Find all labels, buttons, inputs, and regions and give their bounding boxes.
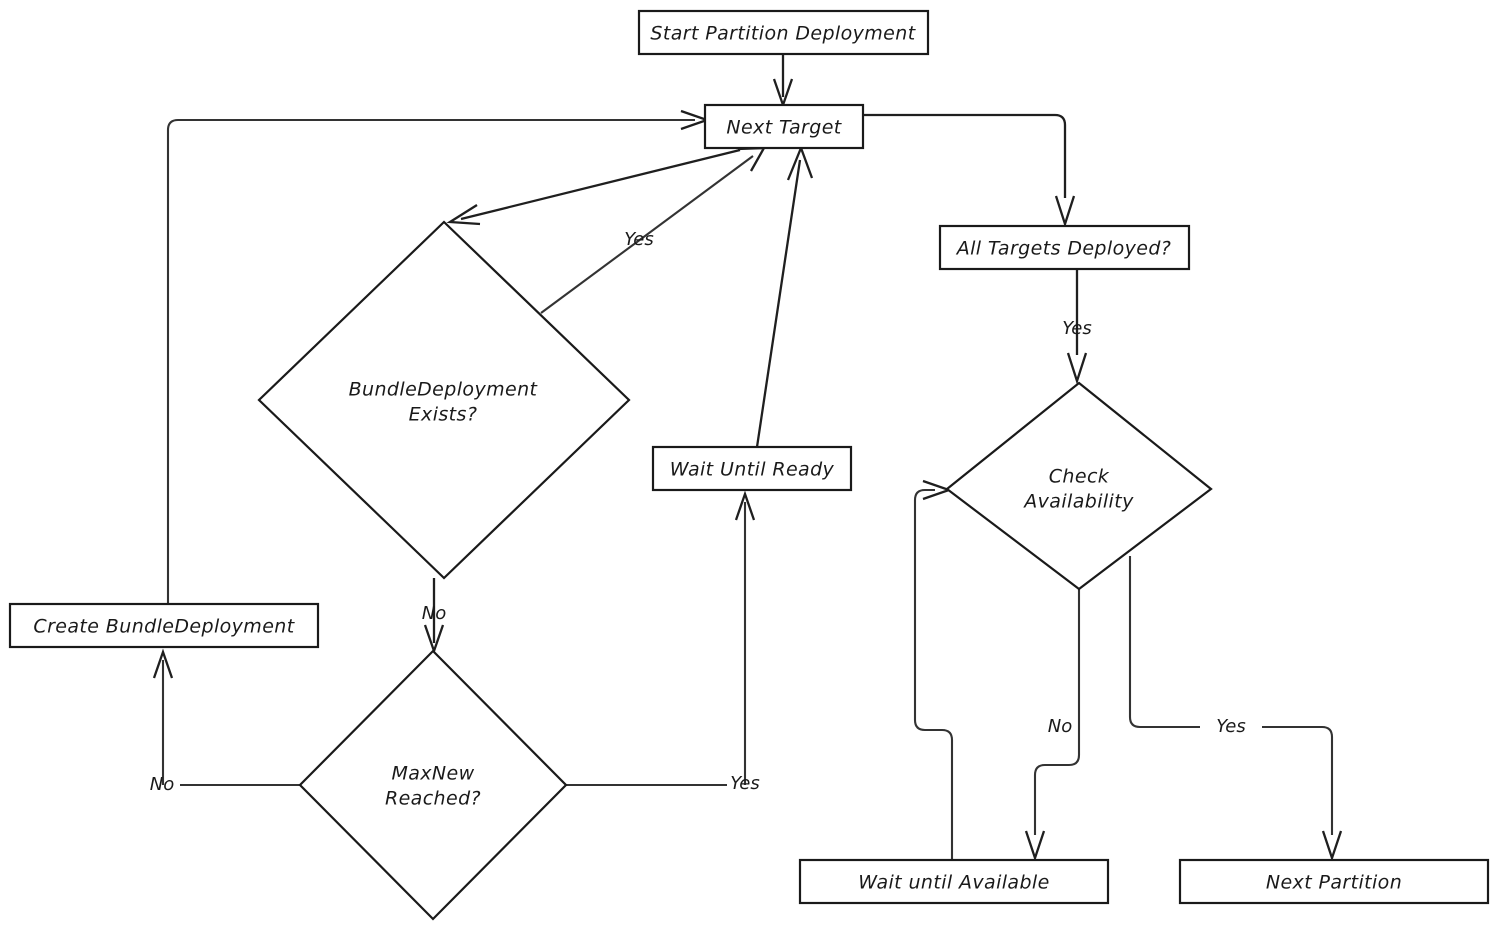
- node-start-partition-deployment[interactable]: Start Partition Deployment: [637, 9, 930, 56]
- node-all-targets-deployed[interactable]: All Targets Deployed?: [938, 224, 1191, 271]
- edge-maxnew-to-wait-ready-yes: Yes: [566, 490, 760, 794]
- edge-next-target-to-bd-exists: [446, 148, 741, 226]
- node-label-maxnew-line1: MaxNew: [391, 763, 474, 785]
- node-label-all-targets: All Targets Deployed?: [955, 238, 1172, 260]
- node-next-target[interactable]: Next Target: [703, 103, 865, 150]
- edge-all-targets-to-check-avail-yes: Yes: [1062, 270, 1092, 385]
- node-label-wait-until-available: Wait until Available: [858, 872, 1049, 894]
- edge-label-yes-check-avail: Yes: [1216, 716, 1245, 737]
- edge-wait-ready-to-next-target: [755, 144, 814, 448]
- edge-start-to-next-target: [772, 55, 794, 109]
- edge-label-yes-bd-exists: Yes: [624, 229, 653, 250]
- node-create-bundledeployment[interactable]: Create BundleDeployment: [8, 602, 320, 649]
- edge-label-yes-all-targets: Yes: [1062, 318, 1091, 339]
- node-wait-until-available[interactable]: Wait until Available: [798, 858, 1110, 905]
- node-label-bd-exists-line1: BundleDeployment: [349, 379, 539, 401]
- node-check-availability[interactable]: Check Availability: [945, 381, 1213, 591]
- edge-maxnew-to-create-bd-no: No: [150, 648, 300, 795]
- edge-check-avail-to-next-part-yes: Yes: [1128, 556, 1343, 862]
- edge-next-target-to-all-targets: [863, 113, 1076, 228]
- edge-label-no-check-avail: No: [1048, 716, 1072, 737]
- node-label-maxnew-line2: Reached?: [385, 788, 481, 810]
- edge-bd-exists-to-maxnew-no: No: [422, 578, 446, 655]
- node-maxnew-reached[interactable]: MaxNew Reached?: [298, 649, 568, 921]
- edge-label-yes-maxnew: Yes: [730, 773, 759, 794]
- node-label-bd-exists-line2: Exists?: [409, 404, 478, 426]
- edge-wait-avail-to-check-avail: [913, 479, 954, 860]
- node-label-check-avail-line2: Availability: [1022, 491, 1134, 513]
- node-bundledeployment-exists[interactable]: BundleDeployment Exists?: [257, 220, 631, 580]
- node-label-wait-until-ready: Wait Until Ready: [670, 459, 835, 481]
- node-label-create-bd: Create BundleDeployment: [33, 616, 295, 638]
- node-label-next-partition: Next Partition: [1266, 872, 1402, 894]
- node-label-start: Start Partition Deployment: [650, 23, 916, 45]
- node-label-check-avail-line1: Check: [1049, 466, 1110, 488]
- node-label-next-target: Next Target: [726, 117, 842, 139]
- node-next-partition[interactable]: Next Partition: [1178, 858, 1490, 905]
- edge-check-avail-to-wait-avail-no: No: [1024, 589, 1081, 862]
- edge-label-no-bd-exists: No: [422, 603, 446, 624]
- node-wait-until-ready[interactable]: Wait Until Ready: [651, 445, 853, 492]
- edge-label-no-maxnew: No: [150, 774, 174, 795]
